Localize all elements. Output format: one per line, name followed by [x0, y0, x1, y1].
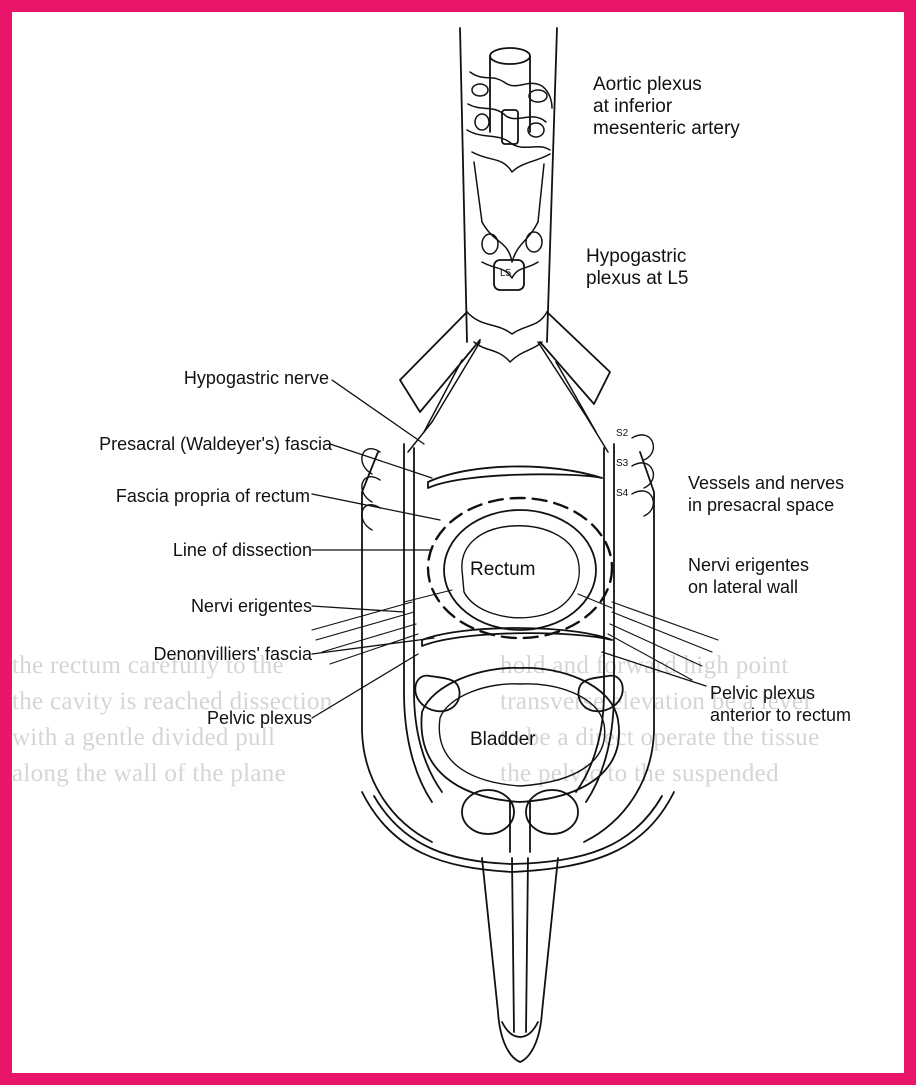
label-s2: S2 — [616, 428, 628, 439]
label-aortic-plexus-line1: Aortic plexus — [593, 74, 740, 96]
nervi-erigentes-fans — [312, 590, 718, 680]
label-rectum: Rectum — [470, 559, 535, 581]
label-s3: S3 — [616, 458, 628, 469]
label-hypogastric-nerve: Hypogastric nerve — [184, 367, 329, 389]
label-vessels-nerves-line1: Vessels and nerves — [688, 472, 844, 494]
prostate — [462, 790, 578, 852]
presacral-fascia — [428, 466, 602, 488]
label-nervi-erigentes-lateral-line1: Nervi erigentes — [688, 554, 809, 576]
label-aortic-plexus: Aortic plexus at inferior mesenteric art… — [593, 74, 740, 140]
label-s4: S4 — [616, 488, 628, 499]
label-vessels-nerves-line2: in presacral space — [688, 494, 844, 516]
aortic-plexus-network — [467, 72, 552, 278]
anatomy-diagram — [12, 12, 904, 1073]
hypogastric-plexus-network — [408, 312, 608, 452]
label-pelvic-plexus-anterior: Pelvic plexus anterior to rectum — [710, 682, 851, 726]
label-hypogastric-plexus: Hypogastric plexus at L5 — [586, 246, 688, 290]
label-pelvic-plexus-anterior-line1: Pelvic plexus — [710, 682, 851, 704]
perineal-band — [362, 792, 674, 872]
label-line-of-dissection: Line of dissection — [173, 539, 312, 561]
label-hypogastric-plexus-line2: plexus at L5 — [586, 268, 688, 290]
label-aortic-plexus-line2: at inferior — [593, 96, 740, 118]
label-aortic-plexus-line3: mesenteric artery — [593, 118, 740, 140]
label-l5: L5 — [500, 268, 511, 279]
label-denonvilliers-fascia: Denonvilliers' fascia — [153, 643, 312, 665]
label-fascia-propria: Fascia propria of rectum — [116, 485, 310, 507]
label-nervi-erigentes-lateral: Nervi erigentes on lateral wall — [688, 554, 809, 598]
label-nervi-erigentes-lateral-line2: on lateral wall — [688, 576, 809, 598]
label-hypogastric-plexus-line1: Hypogastric — [586, 246, 688, 268]
perineal-band-inner — [374, 796, 662, 864]
label-presacral-fascia: Presacral (Waldeyer's) fascia — [99, 433, 332, 455]
sacral-roots — [362, 435, 654, 530]
figure-page: hold and forward high point transverse e… — [12, 12, 904, 1073]
pelvic-side-walls — [362, 444, 654, 842]
label-vessels-nerves: Vessels and nerves in presacral space — [688, 472, 844, 516]
label-pelvic-plexus-anterior-line2: anterior to rectum — [710, 704, 851, 726]
label-bladder: Bladder — [470, 729, 536, 751]
iliac-vessels — [400, 312, 610, 412]
label-pelvic-plexus: Pelvic plexus — [207, 707, 312, 729]
seminal-vesicles — [415, 676, 623, 712]
urethra-shaft — [482, 858, 558, 1062]
label-nervi-erigentes: Nervi erigentes — [191, 595, 312, 617]
